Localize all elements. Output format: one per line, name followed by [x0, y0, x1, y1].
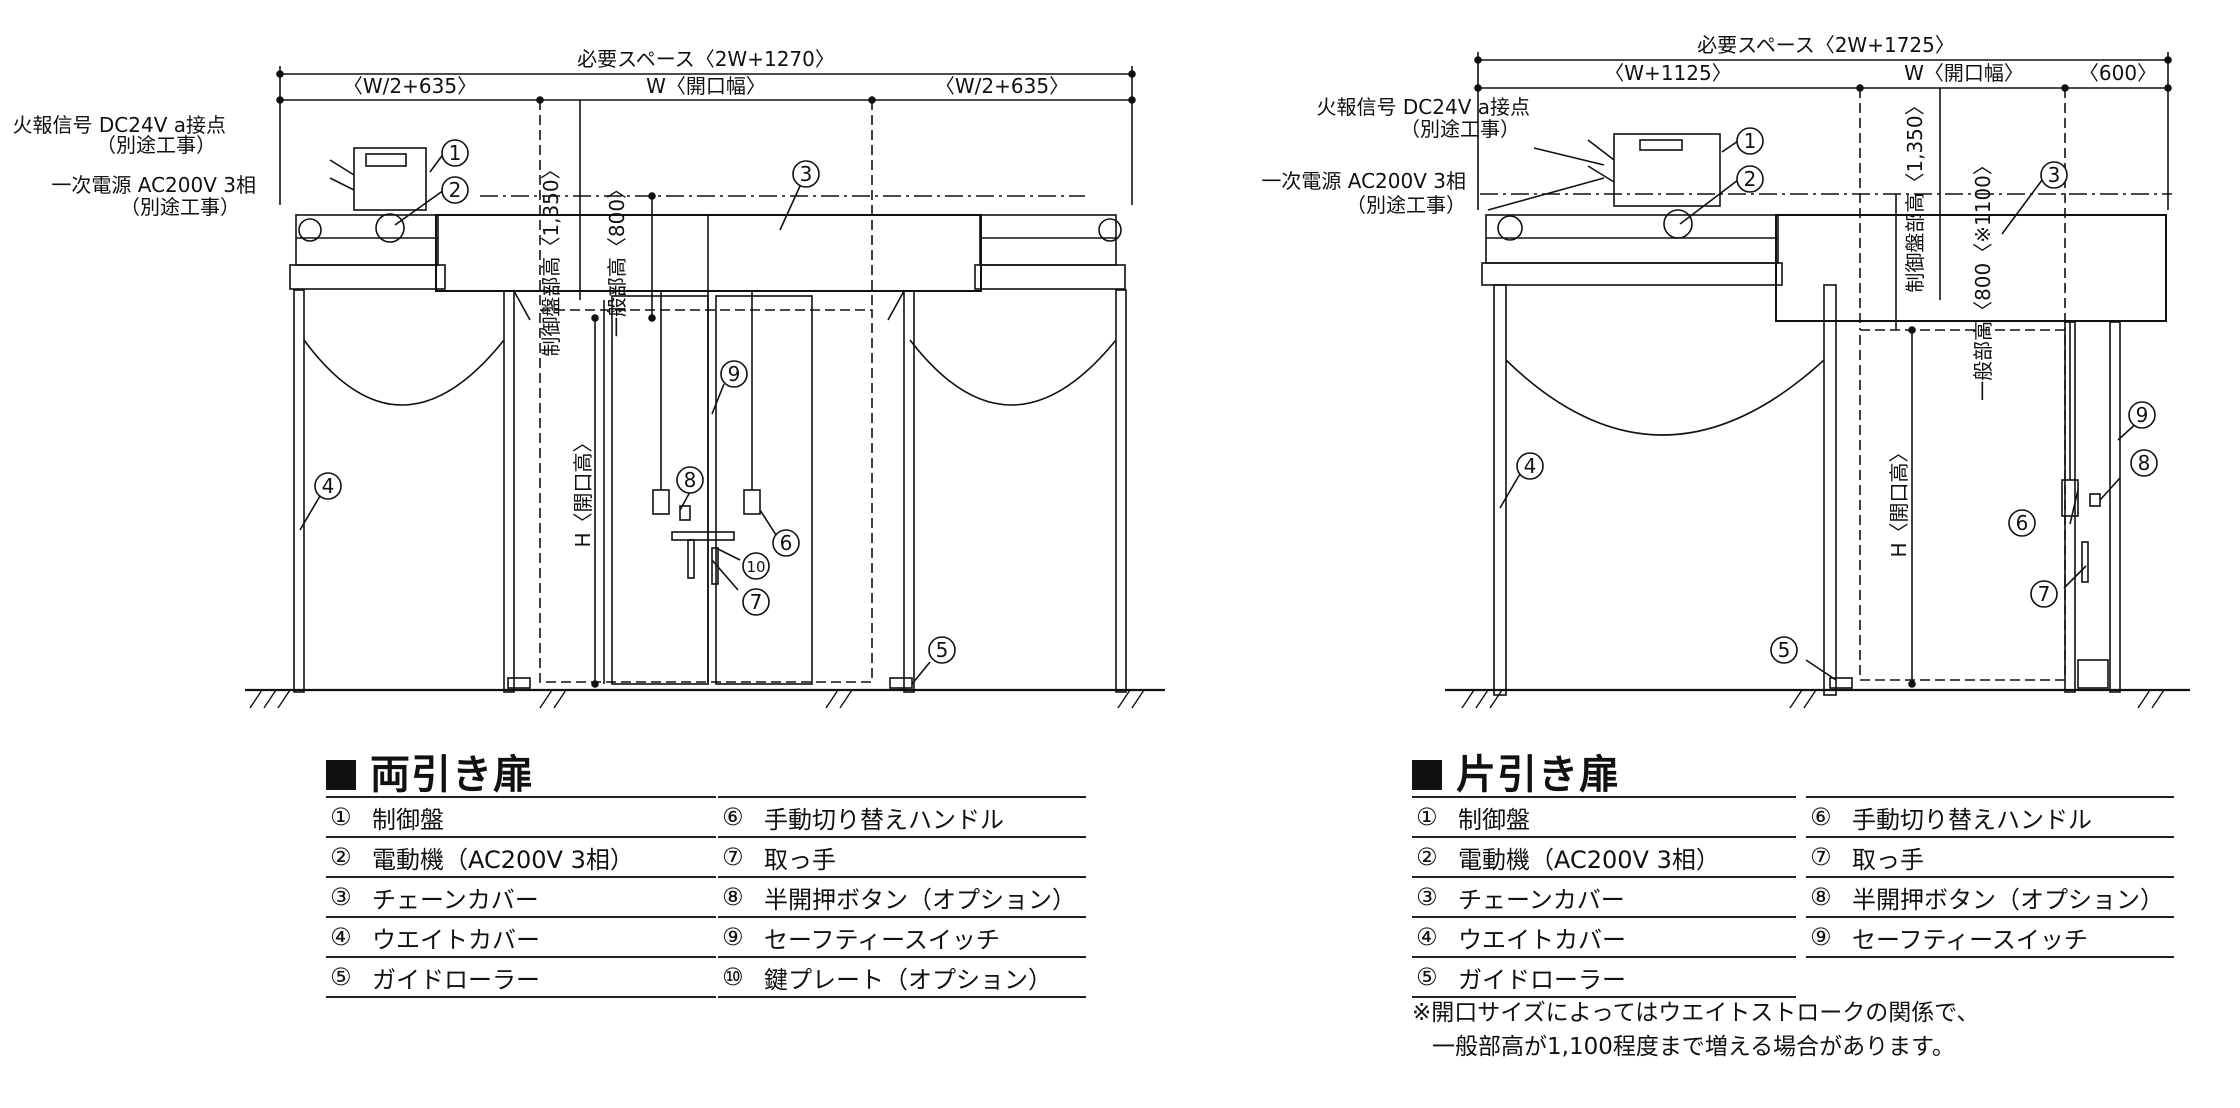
footnote-line-1: ※開口サイズによってはウエイトストロークの関係で、: [1412, 1000, 1980, 1026]
svg-text:4: 4: [1524, 454, 1537, 478]
callout-left-4: 4: [314, 472, 342, 500]
svg-text:1: 1: [449, 141, 462, 165]
callout-right-9: 9: [2128, 401, 2156, 429]
svg-text:7: 7: [2038, 582, 2051, 606]
svg-text:3: 3: [800, 162, 813, 186]
svg-text:2: 2: [1744, 167, 1757, 191]
right-section-title: 片引き扉: [1412, 742, 1620, 800]
svg-text:8: 8: [684, 468, 697, 492]
right-left-dim: 〈W+1125〉: [1604, 61, 1731, 85]
right-fire-signal-note: 火報信号 DC24V a接点: [1317, 95, 1530, 119]
svg-text:10: 10: [746, 558, 765, 576]
title-square-icon: [326, 760, 356, 790]
right-drawing: [1445, 52, 2190, 709]
svg-text:7: 7: [750, 590, 763, 614]
callout-left-6: 6: [772, 529, 800, 557]
callout-left-10: 10: [742, 552, 770, 580]
left-left-dim: 〈W/2+635〉: [343, 74, 477, 98]
svg-text:6: 6: [2016, 511, 2029, 535]
callout-left-9: 9: [720, 360, 748, 388]
svg-text:9: 9: [2136, 403, 2149, 427]
callout-left-1: 1: [441, 139, 469, 167]
svg-text:5: 5: [936, 638, 949, 662]
title-square-icon: [1412, 760, 1442, 790]
callout-left-8: 8: [676, 466, 704, 494]
right-opening-height: H〈開口高〉: [1887, 442, 1911, 557]
callout-right-4: 4: [1516, 452, 1544, 480]
svg-text:2: 2: [449, 178, 462, 202]
callout-right-8: 8: [2130, 449, 2158, 477]
left-center-dim: W〈開口幅〉: [646, 74, 766, 98]
left-section-title: 両引き扉: [326, 742, 534, 800]
left-right-dim: 〈W/2+635〉: [935, 74, 1069, 98]
left-control-height: 制御盤部高〈1,350〉: [539, 159, 563, 356]
callout-right-6: 6: [2008, 509, 2036, 537]
left-fire-signal-note: 火報信号 DC24V a接点: [13, 113, 226, 137]
callout-left-5: 5: [928, 636, 956, 664]
right-general-height: 一般部高〈800〈※1100〉: [1971, 155, 1995, 401]
left-power-sub: （別途工事）: [120, 195, 240, 219]
right-power-sub: （別途工事）: [1346, 193, 1466, 217]
left-general-height: 一般部高〈800〉: [605, 179, 629, 337]
svg-text:1: 1: [1744, 129, 1757, 153]
right-overall-dim: 必要スペース〈2W+1725〉: [1697, 33, 1955, 57]
callout-left-3: 3: [792, 160, 820, 188]
callout-right-2: 2: [1736, 165, 1764, 193]
right-control-height: 制御盤部高〈1,350〉: [1903, 95, 1927, 292]
callout-right-7: 7: [2030, 580, 2058, 608]
left-power-note: 一次電源 AC200V 3相: [51, 173, 256, 197]
svg-text:8: 8: [2138, 451, 2151, 475]
left-overall-dim: 必要スペース〈2W+1270〉: [577, 47, 835, 71]
left-fire-signal-sub: （別途工事）: [96, 133, 216, 157]
left-opening-height: H〈開口高〉: [571, 432, 595, 547]
svg-text:4: 4: [322, 474, 335, 498]
footnote-line-2: 一般部高が1,100程度まで増える場合があります。: [1432, 1034, 1955, 1060]
left-drawing: [245, 66, 1165, 709]
svg-text:6: 6: [780, 531, 793, 555]
callout-right-3: 3: [2040, 161, 2068, 189]
right-power-note: 一次電源 AC200V 3相: [1261, 169, 1466, 193]
callout-right-5: 5: [1770, 636, 1798, 664]
callout-left-2: 2: [441, 176, 469, 204]
right-center-dim: W〈開口幅〉: [1904, 61, 2024, 85]
svg-text:3: 3: [2048, 163, 2061, 187]
callout-right-1: 1: [1736, 127, 1764, 155]
right-right-dim: 〈600〉: [2079, 61, 2157, 85]
svg-text:9: 9: [728, 362, 741, 386]
callouts: 1 2 3 4 5 6 7 8 9 10 1 2 3 4 5 6 7 8 9: [314, 127, 2158, 664]
svg-text:5: 5: [1778, 638, 1791, 662]
right-fire-signal-sub: （別途工事）: [1400, 117, 1520, 141]
callout-left-7: 7: [742, 588, 770, 616]
